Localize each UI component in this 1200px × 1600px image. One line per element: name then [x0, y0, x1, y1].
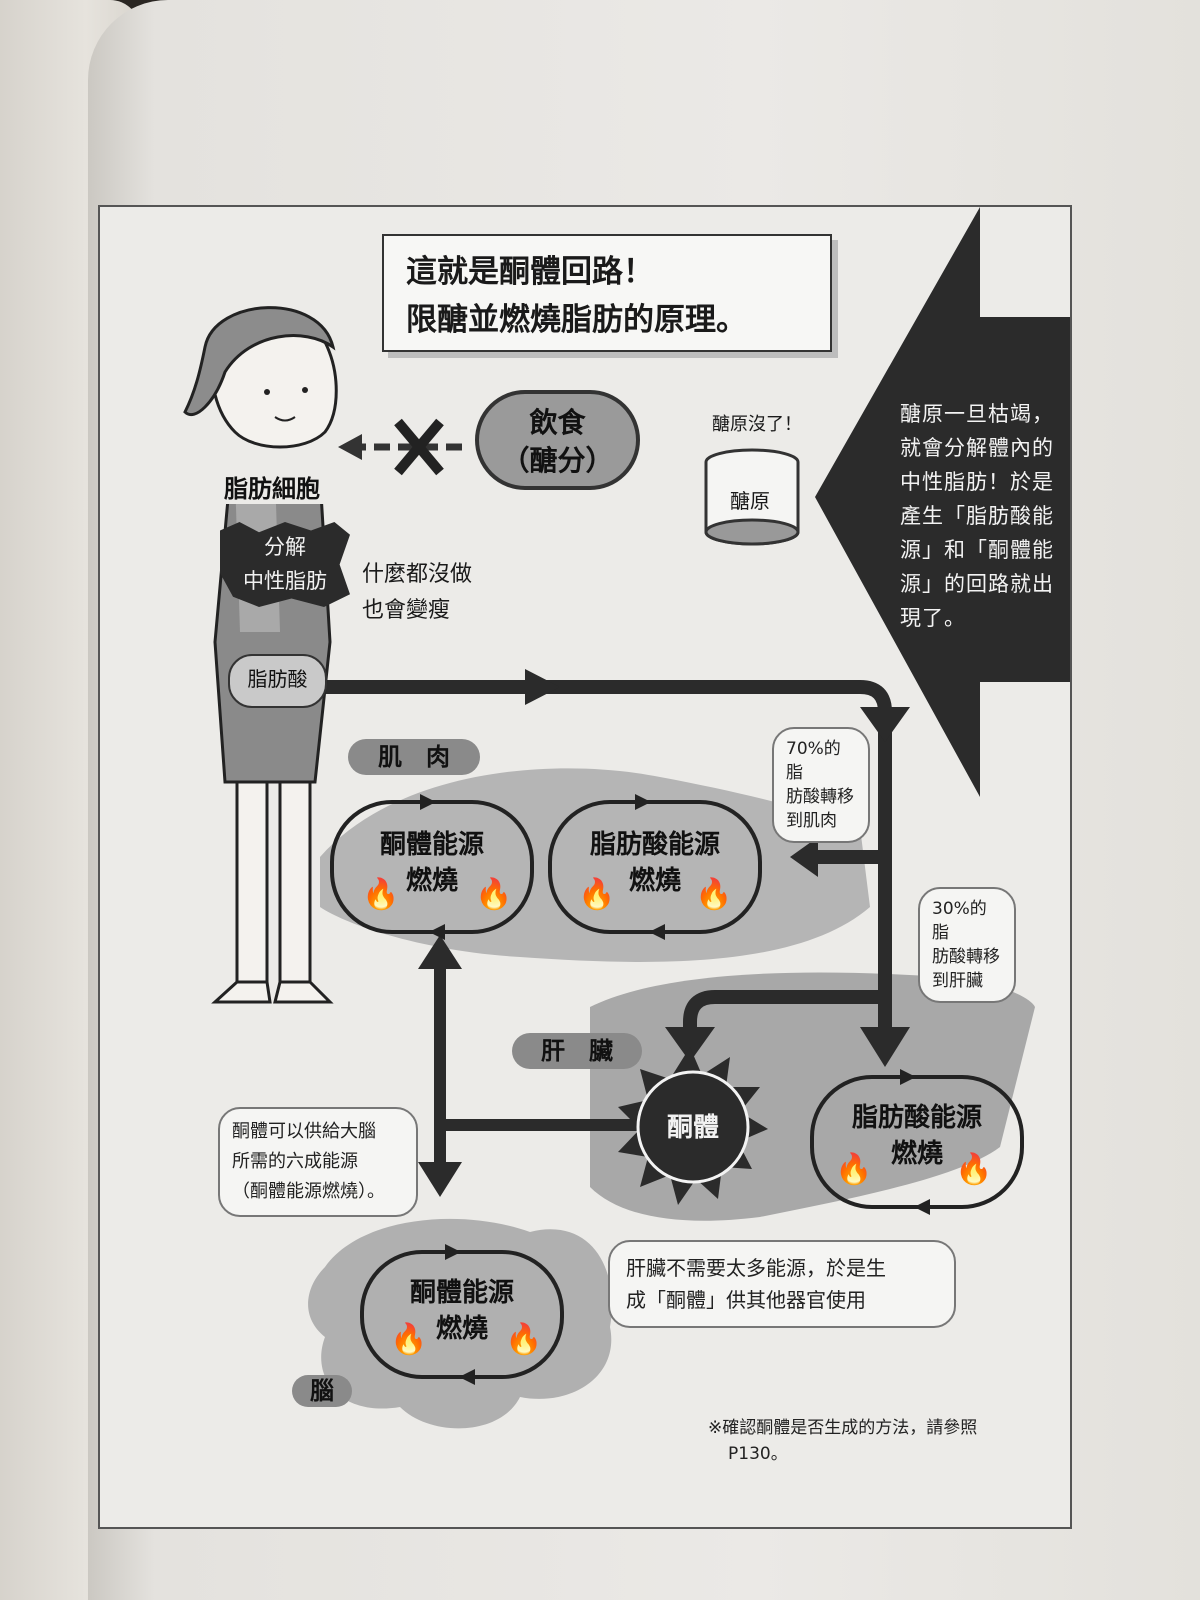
- arrow-icon: [525, 669, 560, 705]
- bubble-line: 到肝臟: [932, 971, 983, 991]
- cycle-line-2: 燃燒: [435, 1314, 488, 1344]
- bubble-line: 酮體可以供給大腦: [232, 1121, 376, 1142]
- diagram-frame: 這就是酮體回路！ 限醣並燃燒脂肪的原理。 飲食 （醣分） 醣原沒了！ 醣原 醣原…: [98, 205, 1072, 1529]
- ketone-label: 酮體: [666, 1113, 719, 1143]
- fatty-acid-cloud: 脂肪酸: [228, 654, 327, 708]
- note-lose-weight: 什麼都沒做 也會變瘦: [362, 557, 472, 629]
- callout-line: 源」的回路就出: [900, 572, 1054, 596]
- cycle-line-2: 燃燒: [890, 1139, 943, 1169]
- glycogen-cylinder-icon: [704, 448, 800, 546]
- diet-line-2: （醣分）: [501, 444, 614, 477]
- glycogen-bubble: 醣原沒了！: [712, 414, 802, 435]
- liver-note-bubble: 肝臟不需要太多能源，於是生 成「酮體」供其他器官使用: [608, 1240, 956, 1328]
- flame-icon: 🔥: [390, 1322, 428, 1357]
- bubble-line: 30%的脂: [932, 899, 987, 943]
- callout-line: 醣原一旦枯竭，: [900, 402, 1054, 426]
- decompose-line-2: 中性脂肪: [243, 569, 327, 593]
- flame-icon: 🔥: [362, 877, 400, 912]
- diet-line-1: 飲食: [529, 406, 586, 439]
- glycogen-label: 醣原: [730, 489, 770, 513]
- blocked-diet-arrow-icon: [338, 418, 470, 476]
- callout-line: 產生「脂肪酸能: [900, 504, 1054, 528]
- cycle-line-1: 酮體能源: [379, 830, 484, 860]
- title-line-2: 限醣並燃燒脂肪的原理。: [406, 302, 747, 338]
- cycle-line-2: 燃燒: [405, 866, 458, 896]
- decompose-burst: 分解 中性脂肪: [220, 522, 350, 607]
- footnote-line-1: ※確認酮體是否生成的方法，請參照: [708, 1418, 978, 1438]
- ketone-sun-burst-icon: [618, 1047, 768, 1205]
- cycle-line-1: 脂肪酸能源: [851, 1103, 982, 1133]
- bubble-line: 肝臟不需要太多能源，於是生: [626, 1256, 886, 1280]
- muscle-shape: [320, 768, 870, 962]
- liver-percent-bubble: 30%的脂 肪酸轉移 到肝臟: [918, 887, 1016, 1003]
- cycle-arrowheads: [420, 794, 930, 1385]
- fat-cells-label: 脂肪細胞: [220, 469, 324, 504]
- arrow-icon: [418, 1162, 462, 1197]
- callout-arrow-shape: [815, 207, 1070, 797]
- bubble-line: （酮體能源燃燒）。: [232, 1181, 385, 1202]
- muscle-label: 肌 肉: [348, 739, 480, 775]
- bubble-line: 成「酮體」供其他器官使用: [626, 1288, 866, 1312]
- brain-label: 腦: [292, 1375, 352, 1407]
- brain-note-bubble: 酮體可以供給大腦 所需的六成能源 （酮體能源燃燒）。: [218, 1107, 418, 1217]
- arrow-icon: [665, 1027, 715, 1062]
- arrow-icon: [860, 707, 910, 742]
- muscle-percent-bubble: 70%的脂 肪酸轉移 到肌肉: [772, 727, 870, 843]
- title-line-1: 這就是酮體回路！: [406, 254, 654, 290]
- callout-line: 中性脂肪！於是: [900, 470, 1054, 494]
- flame-icon: 🔥: [475, 877, 513, 912]
- muscle-fatty-cycle: 脂肪酸能源 燃燒: [550, 827, 760, 899]
- ketone-paths: [434, 967, 640, 1177]
- bubble-line: 到肌肉: [786, 811, 837, 831]
- title-box: 這就是酮體回路！ 限醣並燃燒脂肪的原理。: [382, 234, 832, 352]
- liver-label: 肝 臟: [512, 1033, 642, 1069]
- arrow-icon: [790, 837, 818, 877]
- callout-line: 現了。: [900, 606, 966, 630]
- muscle-ketone-cycle: 酮體能源 燃燒: [332, 827, 532, 899]
- arrow-icon: [418, 935, 462, 969]
- note-line-1: 什麼都沒做: [362, 562, 473, 587]
- flame-icon: 🔥: [578, 877, 616, 912]
- footnote-line-2: P130。: [728, 1444, 788, 1464]
- flame-icon: 🔥: [505, 1322, 543, 1357]
- cycle-line-1: 脂肪酸能源: [589, 830, 720, 860]
- brain-shape: [308, 1218, 612, 1429]
- liver-fatty-cycle: 脂肪酸能源 燃燒: [812, 1100, 1022, 1172]
- bubble-line: 肪酸轉移: [932, 947, 1000, 967]
- flame-icon: 🔥: [695, 877, 733, 912]
- callout-line: 源」和「酮體能: [900, 538, 1054, 562]
- brain-ketone-cycle: 酮體能源 燃燒: [362, 1275, 562, 1347]
- callout-text: 醣原一旦枯竭， 就會分解體內的 中性脂肪！於是 產生「脂肪酸能 源」和「酮體能 …: [900, 397, 1070, 635]
- note-line-2: 也會變瘦: [362, 598, 451, 623]
- cycle-line-1: 酮體能源: [409, 1278, 514, 1308]
- arrow-icon: [860, 1027, 910, 1067]
- flame-icon: 🔥: [835, 1152, 873, 1187]
- diagram-graphics: [308, 207, 1070, 1429]
- footnote: ※確認酮體是否生成的方法，請參照 P130。: [708, 1415, 977, 1467]
- decompose-line-1: 分解: [264, 535, 306, 559]
- bubble-line: 所需的六成能源: [232, 1151, 358, 1172]
- cycle-line-2: 燃燒: [628, 866, 681, 896]
- diet-pill: 飲食 （醣分）: [475, 390, 640, 490]
- bubble-line: 肪酸轉移: [786, 787, 854, 807]
- callout-line: 就會分解體內的: [900, 436, 1054, 460]
- flame-icon: 🔥: [955, 1152, 993, 1187]
- bubble-line: 70%的脂: [786, 739, 841, 783]
